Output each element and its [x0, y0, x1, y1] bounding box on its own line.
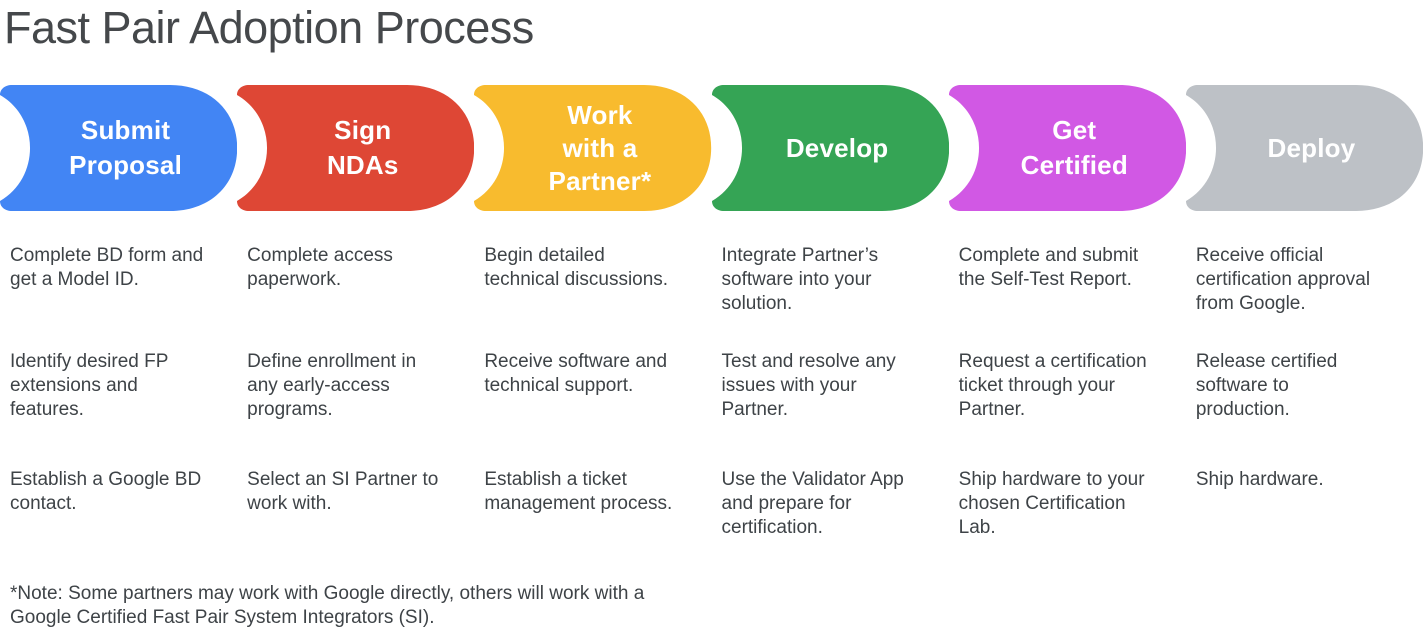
step-text: Establish a Google BD contact.	[10, 469, 202, 514]
stage-label: Deploy	[1267, 132, 1356, 163]
step-text: Select an SI Partner to work with.	[247, 469, 439, 514]
stage-sign-ndas: Sign NDAs	[237, 85, 475, 211]
stage-label: Sign NDAs	[326, 115, 399, 180]
stage-submit-proposal: Submit Proposal	[0, 85, 238, 211]
stage-work-with-partner: Work with a Partner*	[474, 85, 712, 211]
step-text: Begin detailed technical discussions.	[484, 245, 669, 290]
stage-pill-fill	[237, 85, 475, 211]
step-text: Complete BD form and get a Model ID.	[10, 245, 204, 290]
stage-pill-shape	[474, 85, 712, 211]
stage-label: Work with a Partner*	[548, 99, 652, 196]
stage-pill-shape	[711, 85, 949, 211]
page-title: Fast Pair Adoption Process	[4, 2, 534, 53]
stage-pill-fill	[948, 85, 1186, 211]
footnote-text: *Note: Some partners may work with Googl…	[10, 583, 645, 628]
stage-develop: Develop	[711, 85, 949, 211]
process-stages-row: Submit Proposal Sign NDAs Work with a Pa…	[0, 85, 1423, 211]
step-text: Release certified software to production…	[1195, 351, 1338, 420]
stage-pill-fill	[711, 85, 949, 211]
step-text: Define enrollment in any early-access pr…	[247, 351, 417, 420]
step-text: Receive official certification approval …	[1195, 245, 1371, 314]
step-text: Establish a ticket management process.	[484, 469, 673, 514]
stage-pill-shape	[1185, 85, 1423, 211]
step-text: Identify desired FP extensions and featu…	[10, 351, 169, 420]
stage-get-certified: Get Certified	[948, 85, 1186, 211]
stage-pill-fill	[0, 85, 238, 211]
step-text: Use the Validator App and prepare for ce…	[721, 469, 904, 538]
stage-pill-shape	[0, 85, 238, 211]
step-text: Request a certification ticket through y…	[958, 351, 1147, 420]
step-text: Integrate Partner’s software into your s…	[721, 245, 879, 314]
stage-pill-fill	[1185, 85, 1423, 211]
stage-pill-shape	[237, 85, 475, 211]
step-text: Complete and submit the Self-Test Report…	[958, 245, 1139, 290]
stage-label: Get Certified	[1020, 115, 1128, 180]
stage-label: Submit Proposal	[69, 115, 183, 180]
stage-label: Develop	[785, 132, 889, 163]
stage-deploy: Deploy	[1185, 85, 1423, 211]
stage-pill-fill	[474, 85, 712, 211]
stage-steps-grid: Complete BD form and get a Model ID. Com…	[0, 244, 1423, 582]
step-text: Ship hardware.	[1195, 469, 1324, 490]
step-text: Test and resolve any issues with your Pa…	[721, 351, 896, 420]
step-text: Ship hardware to your chosen Certificati…	[958, 469, 1145, 538]
step-text: Receive software and technical support.	[484, 351, 668, 396]
step-text: Complete access paperwork.	[247, 245, 393, 290]
stage-pill-shape	[948, 85, 1186, 211]
